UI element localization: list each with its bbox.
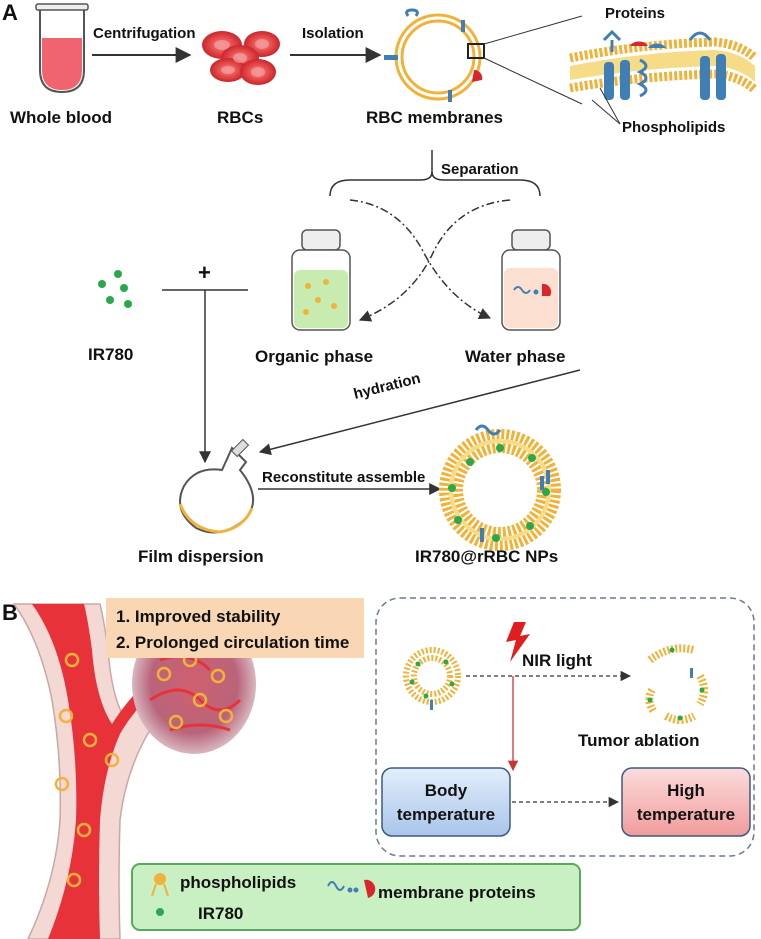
panel-b-label: B [2, 600, 18, 625]
high-temperature-box [621, 767, 751, 837]
rbc-cluster-icon [202, 31, 280, 85]
flask-icon [178, 438, 254, 534]
organic-phase-vial-icon [291, 229, 351, 331]
disrupted-np-icon [645, 644, 708, 724]
to-organic-phase-curve [358, 199, 511, 322]
hydration-arrow [258, 369, 581, 456]
membrane-bilayer-icon [569, 29, 759, 125]
separation-label: Separation [441, 161, 519, 178]
legend-box [131, 863, 581, 931]
phospholipids-label: Phospholipids [622, 119, 725, 136]
ir780-label: IR780 [88, 345, 133, 364]
isolation-label: Isolation [302, 25, 364, 42]
proteins-label: Proteins [605, 5, 665, 22]
benefit-item-1: 1. Improved stability [116, 607, 281, 626]
high-temp-line-1: High [667, 781, 705, 800]
film-dispersion-label: Film dispersion [138, 547, 264, 566]
water-phase-label: Water phase [465, 347, 565, 366]
rbcs-label: RBCs [217, 108, 263, 127]
tumor-ablation-label: Tumor ablation [578, 731, 700, 750]
rbc-membranes-label: RBC membranes [366, 108, 503, 127]
ir780-dots-icon [98, 270, 132, 308]
rbc-membrane-icon [384, 8, 583, 105]
therapy-dashed-box [375, 597, 755, 857]
intact-np-icon [403, 647, 461, 710]
to-water-phase-curve [349, 199, 492, 320]
whole-blood-label: Whole blood [10, 108, 112, 127]
panel-a-label: A [2, 0, 18, 25]
legend-phospholipids: phospholipids [180, 873, 296, 892]
high-temp-line-2: temperature [637, 805, 735, 824]
benefits-note-box [106, 598, 364, 658]
body-temperature-box [381, 767, 511, 837]
membrane-protein-legend-icon [327, 879, 376, 898]
plus-sign: + [198, 260, 211, 285]
nanoparticle-icon [439, 424, 561, 551]
body-temp-line-1: Body [425, 781, 468, 800]
reconstitute-label: Reconstitute assemble [262, 469, 425, 486]
phospholipid-legend-icon [151, 873, 169, 897]
benefit-item-2: 2. Prolonged circulation time [116, 633, 349, 652]
laser-bolt-icon [506, 622, 530, 662]
hydration-label: hydration [352, 370, 422, 403]
legend-ir780: IR780 [198, 904, 243, 923]
blood-tube-icon [35, 3, 89, 94]
water-phase-vial-icon [501, 229, 561, 331]
separation-bracket [329, 150, 541, 197]
nps-label: IR780@rRBC NPs [415, 547, 558, 566]
ir780-legend-icon [156, 908, 164, 916]
centrifugation-label: Centrifugation [93, 25, 196, 42]
nir-light-label: NIR light [522, 651, 592, 670]
body-temp-line-2: temperature [397, 805, 495, 824]
legend-membrane-proteins: membrane proteins [378, 883, 536, 902]
organic-phase-label: Organic phase [255, 347, 373, 366]
